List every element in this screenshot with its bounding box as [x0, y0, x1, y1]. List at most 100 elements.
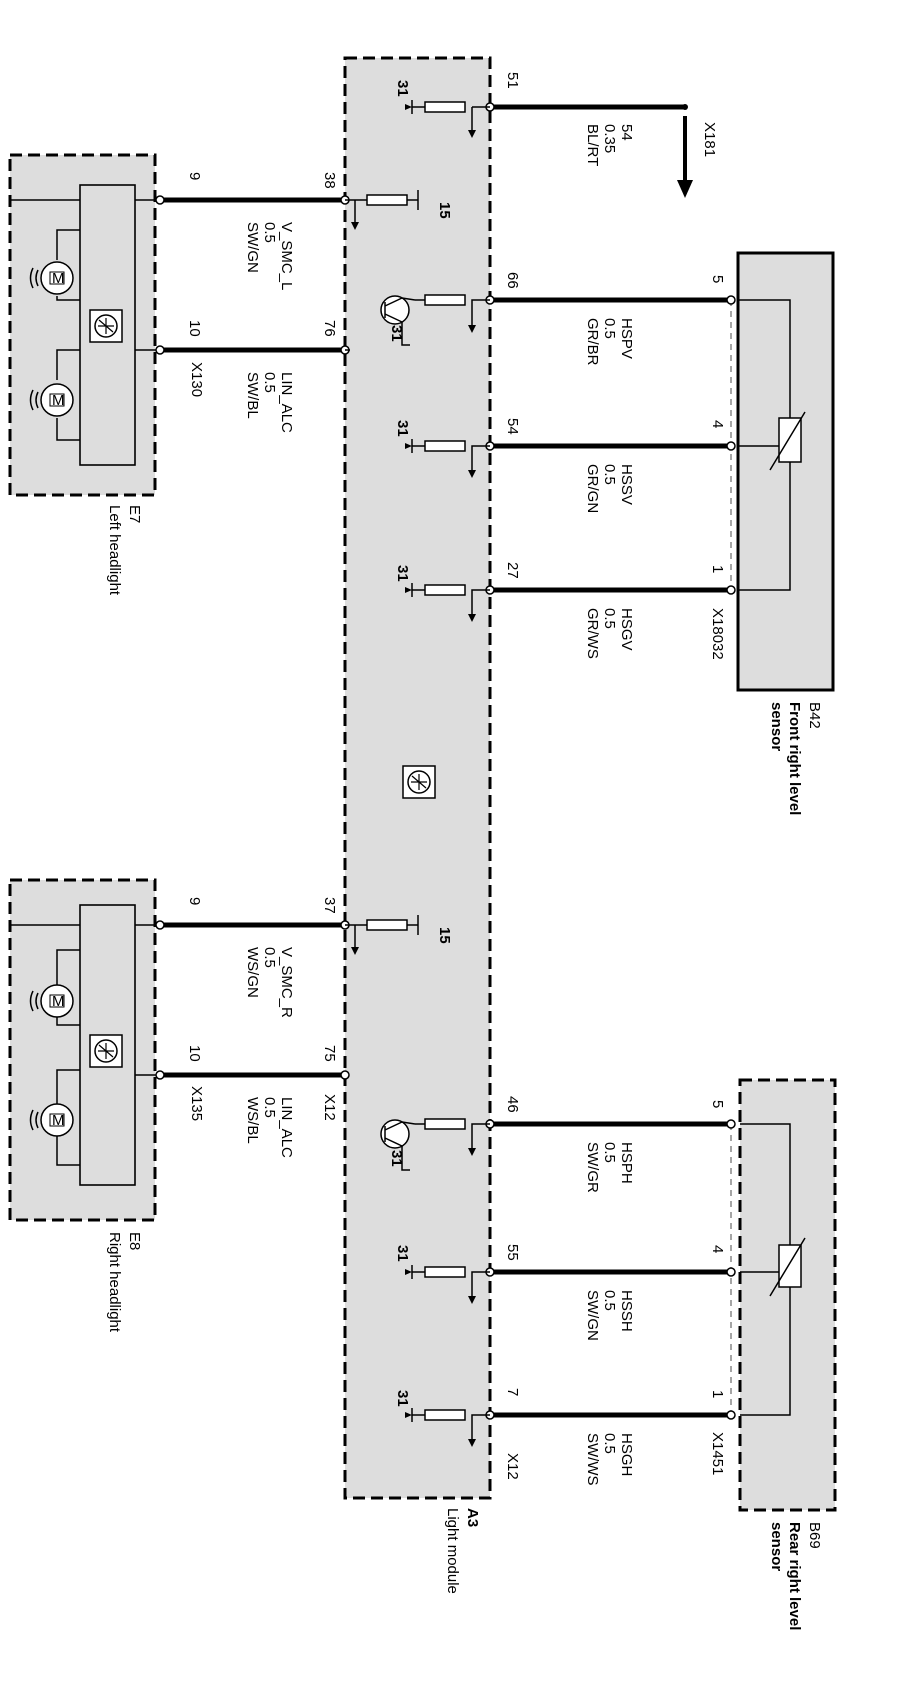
pin-label: 1 — [709, 565, 726, 573]
svg-text:SW/WS: SW/WS — [584, 1433, 601, 1486]
svg-text:LIN_ALC: LIN_ALC — [278, 1097, 295, 1158]
pin-label: 4 — [709, 420, 726, 428]
potentiometer-icon — [738, 411, 806, 471]
wire-label: HSPH 0.5 SW/GR — [584, 1142, 635, 1193]
wire-label: LIN_ALC 0.5 SW/BL — [244, 372, 295, 433]
motor-icon: M — [29, 1069, 80, 1166]
rear-sensor-label-2: sensor — [768, 1522, 785, 1571]
pin-label: 55 — [504, 1244, 521, 1261]
wire-label: HSSV 0.5 GR/GN — [584, 464, 635, 513]
pin-label: 75 — [321, 1045, 338, 1062]
front-sensor-connector: X18032 — [709, 608, 726, 660]
motor-icon: M — [29, 229, 80, 301]
ground-label: 31 — [394, 80, 411, 97]
pin-label: 4 — [709, 1245, 726, 1253]
svg-text:0.5: 0.5 — [261, 372, 278, 393]
module-symbol-icon — [402, 765, 436, 799]
right-headlight-label: Right headlight — [106, 1232, 123, 1333]
pin-label: 9 — [186, 897, 203, 905]
wire-label: HSSH 0.5 SW/GN — [584, 1290, 635, 1341]
right-headlight-module-icon — [89, 1034, 123, 1068]
svg-text:V_SMC_R: V_SMC_R — [278, 947, 295, 1018]
front-right-level-sensor: B42 Front right level sensor X18032 5 4 … — [709, 251, 835, 815]
light-module-label: Light module — [444, 1508, 461, 1594]
wire-label: V_SMC_R 0.5 WS/GN — [244, 947, 295, 1018]
svg-text:54: 54 — [618, 124, 635, 141]
pin-label: 7 — [504, 1388, 521, 1396]
svg-text:V_SMC_L: V_SMC_L — [278, 222, 295, 290]
front-sensor-label-2: sensor — [768, 702, 785, 751]
arrow-down-icon — [677, 180, 693, 198]
pin-label: 54 — [504, 418, 521, 435]
pin-label: 1 — [709, 1390, 726, 1398]
svg-text:SW/BL: SW/BL — [244, 372, 261, 419]
svg-text:HSGH: HSGH — [618, 1433, 635, 1476]
front-sensor-box — [736, 251, 835, 692]
wire-label: V_SMC_L 0.5 SW/GN — [244, 222, 295, 290]
svg-text:0.5: 0.5 — [601, 1142, 618, 1163]
left-headlight-connector: X130 — [188, 362, 205, 397]
supply-label: 15 — [436, 927, 453, 944]
svg-text:HSPH: HSPH — [618, 1142, 635, 1184]
pin-label: 10 — [186, 1045, 203, 1062]
svg-text:0.5: 0.5 — [261, 947, 278, 968]
pin-label: 27 — [504, 562, 521, 579]
module-pulldown-circuits: 31 31 31 31 31 — [380, 80, 490, 1447]
svg-text:GR/BR: GR/BR — [584, 318, 601, 366]
svg-text:M: M — [52, 392, 65, 409]
svg-text:0.5: 0.5 — [601, 1433, 618, 1454]
rear-sensor-name: B69 — [806, 1522, 823, 1549]
pin-label: 37 — [321, 897, 338, 914]
sensor-wires: X181 54 0.35 BL/RT 51 66 54 27 46 55 7 H… — [485, 72, 736, 1486]
svg-text:HSSV: HSSV — [618, 464, 635, 505]
svg-text:0.5: 0.5 — [601, 608, 618, 629]
transistor-icon — [380, 1119, 416, 1171]
svg-text:SW/GN: SW/GN — [244, 222, 261, 273]
svg-text:GR/GN: GR/GN — [584, 464, 601, 513]
svg-text:WS/BL: WS/BL — [244, 1097, 261, 1144]
right-headlight-connector: X135 — [188, 1086, 205, 1121]
left-headlight: M M E7 Left headlight X130 9 10 — [8, 153, 205, 596]
pin-label: 5 — [709, 1100, 726, 1108]
wire-label: HSPV 0.5 GR/BR — [584, 318, 635, 366]
left-headlight-module-icon — [89, 309, 123, 343]
rear-sensor-label-1: Rear right level — [786, 1522, 803, 1630]
module-supply-circuits: 15 15 — [345, 190, 453, 955]
light-module: A3 Light module X12 X12 — [321, 56, 521, 1594]
motor-icon: M — [29, 349, 80, 441]
svg-text:M: M — [52, 993, 65, 1010]
svg-text:0.5: 0.5 — [261, 1097, 278, 1118]
pin-label: 9 — [186, 172, 203, 180]
pin-label: 76 — [321, 320, 338, 337]
left-headlight-name: E7 — [126, 505, 143, 523]
ground-label: 31 — [388, 1150, 405, 1167]
ground-label: 31 — [388, 325, 405, 342]
headlight-wires: 38 76 37 75 V_SMC_L 0.5 SW/GN LIN_ALC 0.… — [155, 172, 350, 1158]
pin-label: 46 — [504, 1096, 521, 1113]
svg-text:0.5: 0.5 — [601, 464, 618, 485]
pin-label: 66 — [504, 272, 521, 289]
svg-text:0.5: 0.5 — [601, 1290, 618, 1311]
svg-text:HSPV: HSPV — [618, 318, 635, 359]
right-headlight-name: E8 — [126, 1232, 143, 1250]
motor-icon: M — [29, 949, 80, 1026]
rear-sensor-connector: X1451 — [709, 1432, 726, 1475]
wire-label: HSGH 0.5 SW/WS — [584, 1433, 635, 1486]
supply-label: 15 — [436, 202, 453, 219]
module-connector-right: X12 — [504, 1453, 521, 1480]
svg-text:LIN_ALC: LIN_ALC — [278, 372, 295, 433]
module-connector-left: X12 — [321, 1094, 338, 1121]
svg-text:0.5: 0.5 — [261, 222, 278, 243]
svg-text:M: M — [52, 1112, 65, 1129]
svg-text:HSGV: HSGV — [618, 608, 635, 651]
svg-text:SW/GN: SW/GN — [584, 1290, 601, 1341]
rear-sensor-box — [738, 1078, 837, 1512]
ground-label: 31 — [394, 1390, 411, 1407]
rear-right-level-sensor: B69 Rear right level sensor X1451 5 4 1 — [709, 1078, 837, 1630]
right-headlight: M M E8 Right headlight X135 9 10 — [8, 878, 205, 1333]
transistor-icon — [380, 295, 416, 346]
svg-text:0.5: 0.5 — [601, 318, 618, 339]
front-sensor-name: B42 — [806, 702, 823, 729]
x181-connector: X181 — [701, 122, 718, 157]
